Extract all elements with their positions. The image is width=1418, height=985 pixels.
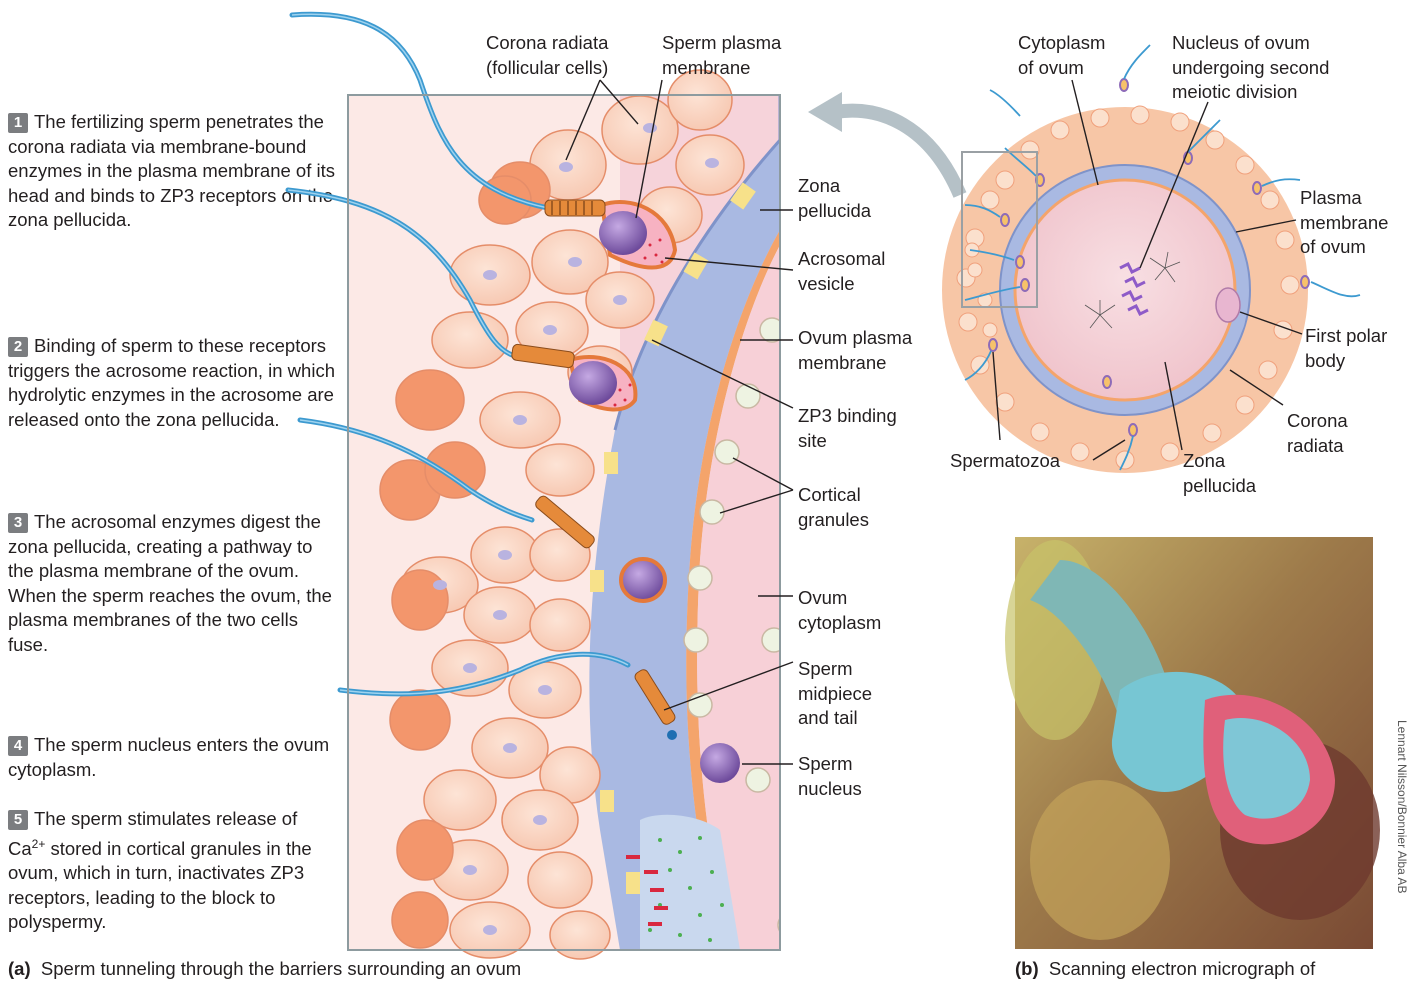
label-plasma-membrane-of-ovum: Plasma membrane of ovum [1300,186,1388,260]
label-sperm-plasma-membrane: Sperm plasma membrane [662,31,781,80]
caption-a-tag: (a) [8,958,31,979]
first-polar-body [1216,288,1240,322]
sem-micrograph [1005,537,1380,949]
label-spermatozoa: Spermatozoa [950,449,1060,474]
label-corona-radiata-ovum: Corona radiata [1287,409,1348,458]
label-corona-radiata: Corona radiata (follicular cells) [486,31,608,80]
sperm-nucleus [700,743,740,783]
label-zp3-binding-site: ZP3 binding site [798,404,897,453]
label-cytoplasm-of-ovum: Cytoplasm of ovum [1018,31,1105,80]
label-sperm-nucleus: Sperm nucleus [798,752,862,801]
label-first-polar-body: First polar body [1305,324,1387,373]
caption-b-text: Scanning electron micrograph of [1049,958,1315,979]
caption-a-text: Sperm tunneling through the barriers sur… [41,958,521,979]
label-ovum-cytoplasm: Ovum cytoplasm [798,586,881,635]
label-sperm-midpiece-tail: Sperm midpiece and tail [798,657,872,731]
caption-b-tag: (b) [1015,958,1039,979]
label-cortical-granules: Cortical granules [798,483,869,532]
zoom-arrowhead [808,92,842,132]
label-zona-pellucida-ovum: Zona pellucida [1183,449,1256,498]
label-zona-pellucida: Zona pellucida [798,174,871,223]
label-acrosomal-vesicle: Acrosomal vesicle [798,247,885,296]
caption-a: (a) Sperm tunneling through the barriers… [8,958,521,980]
photo-credit: Lennart Nilsson/Bonnier Alba AB [1395,720,1409,980]
label-nucleus-of-ovum: Nucleus of ovum undergoing second meioti… [1172,31,1329,105]
caption-b: (b) Scanning electron micrograph of [1015,958,1315,980]
label-ovum-plasma-membrane: Ovum plasma membrane [798,326,912,375]
